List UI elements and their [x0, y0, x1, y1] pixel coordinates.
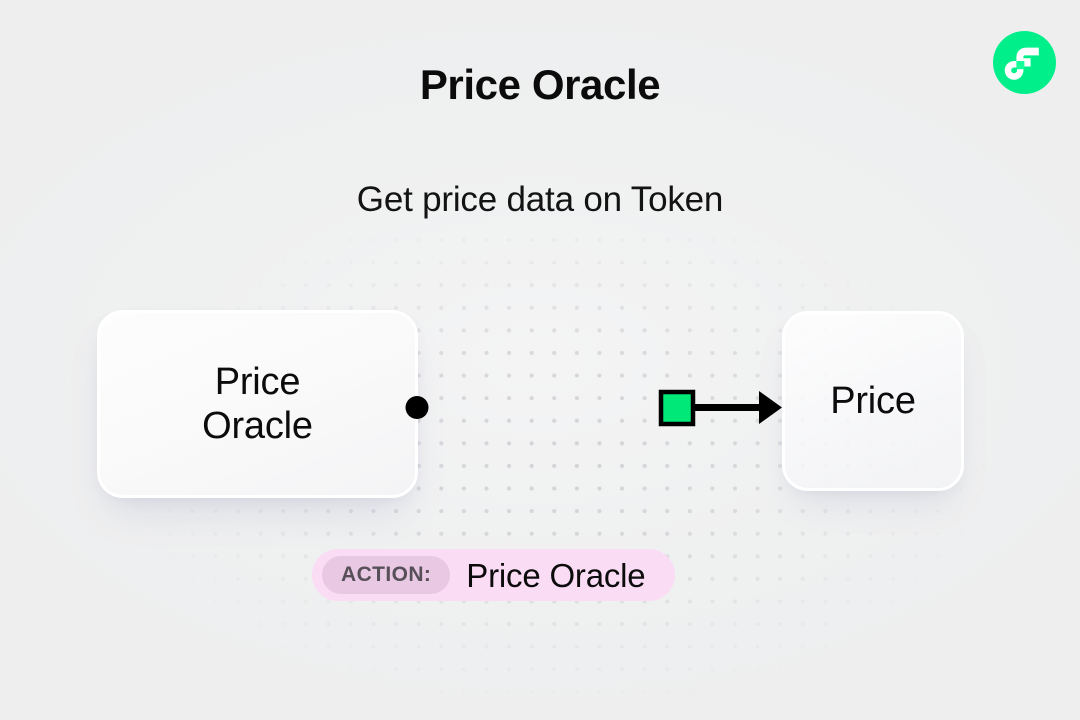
- connector-edge: [396, 380, 796, 436]
- connector-arrowhead: [759, 391, 782, 424]
- connector-midpoint-square: [658, 389, 696, 427]
- node-card-price-oracle[interactable]: Price Oracle: [97, 310, 418, 498]
- node-card-label: Price: [830, 379, 916, 422]
- node-card-price[interactable]: Price: [782, 311, 964, 491]
- flow-logo-icon: [993, 31, 1056, 94]
- page-subtitle: Get price data on Token: [356, 180, 724, 219]
- action-badge[interactable]: ACTION: Price Oracle: [312, 549, 676, 601]
- action-badge-value: Price Oracle: [466, 556, 646, 594]
- page-title: Price Oracle: [419, 61, 661, 108]
- action-badge-chip: ACTION:: [322, 556, 451, 594]
- node-card-label: Price Oracle: [202, 360, 313, 447]
